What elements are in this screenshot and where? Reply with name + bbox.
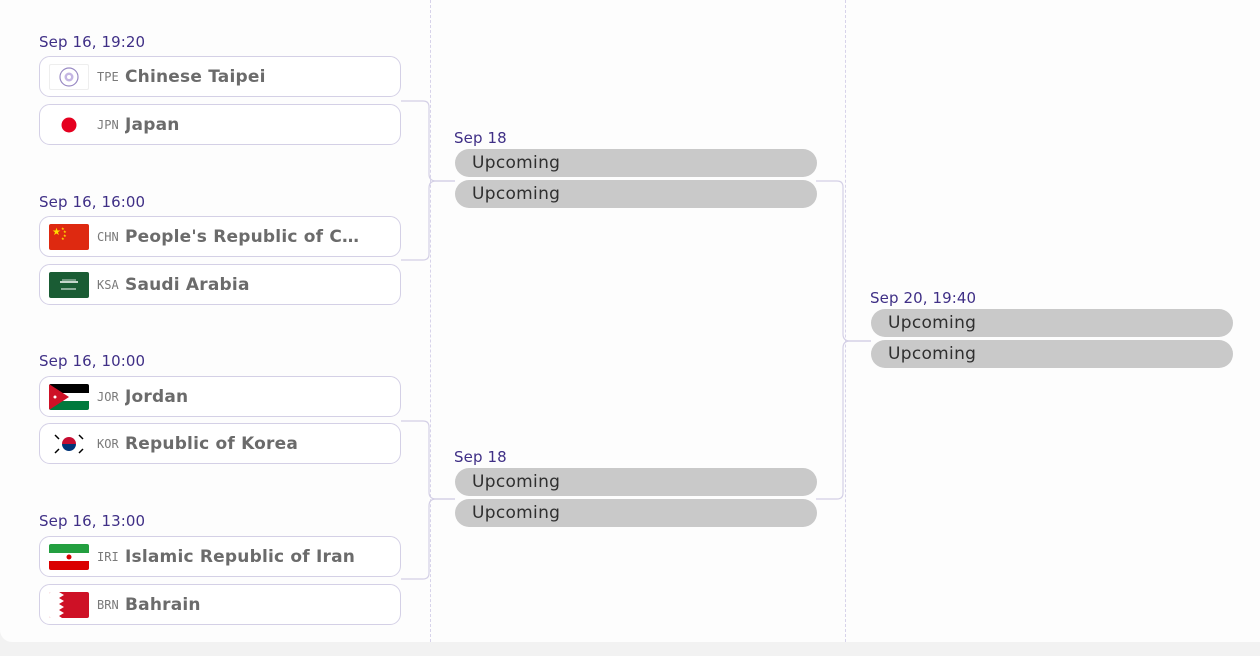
team-code: JOR (97, 390, 119, 404)
upcoming-slot[interactable]: Upcoming (455, 468, 817, 496)
bracket-connectors (401, 100, 871, 580)
match-date: Sep 16, 19:20 (39, 33, 146, 51)
slot-label: Upcoming (472, 184, 561, 204)
team-entry-brn[interactable]: BRN Bahrain (39, 584, 401, 625)
match-date: Sep 18 (454, 129, 507, 147)
column-divider (845, 0, 846, 642)
team-code: TPE (97, 70, 119, 84)
connector-line (401, 420, 455, 500)
iri-flag-icon (49, 544, 89, 570)
team-code: CHN (97, 230, 119, 244)
team-entry-jpn[interactable]: JPN Japan (39, 104, 401, 145)
connector-line (816, 340, 871, 500)
svg-text:★: ★ (61, 226, 65, 231)
team-code: JPN (97, 118, 119, 132)
slot-label: Upcoming (472, 472, 561, 492)
kor-flag-icon (49, 431, 89, 457)
chn-flag-icon: ★ ★ ★ ★ ★ (49, 224, 89, 250)
team-entry-ksa[interactable]: KSA Saudi Arabia (39, 264, 401, 305)
svg-text:★: ★ (63, 229, 67, 234)
match-date: Sep 20, 19:40 (870, 289, 977, 307)
team-code: BRN (97, 598, 119, 612)
team-entry-chn[interactable]: ★ ★ ★ ★ ★ CHN People's Republic of China (39, 216, 401, 257)
upcoming-slot[interactable]: Upcoming (455, 180, 817, 208)
ksa-flag-icon (49, 272, 89, 298)
svg-text:★: ★ (61, 236, 65, 241)
team-name: Jordan (125, 387, 189, 407)
upcoming-slot[interactable]: Upcoming (871, 340, 1233, 368)
team-name: Saudi Arabia (125, 275, 250, 295)
jpn-flag-icon (49, 112, 89, 138)
connector-line (401, 180, 455, 261)
team-name: Japan (125, 115, 180, 135)
jor-flag-icon (49, 384, 89, 410)
upcoming-slot[interactable]: Upcoming (871, 309, 1233, 337)
connector-line (401, 100, 455, 182)
match-date: Sep 16, 10:00 (39, 352, 146, 370)
bracket-stage: Sep 16, 19:20 TPE Chinese Taipei JPN Jap… (0, 0, 1260, 642)
team-name: People's Republic of China (125, 227, 365, 247)
match-date: Sep 18 (454, 448, 507, 466)
tpe-flag-icon (49, 64, 89, 90)
team-name: Bahrain (125, 595, 201, 615)
connector-line (816, 180, 871, 342)
team-name: Chinese Taipei (125, 67, 266, 87)
team-entry-jor[interactable]: JOR Jordan (39, 376, 401, 417)
slot-label: Upcoming (472, 153, 561, 173)
upcoming-slot[interactable]: Upcoming (455, 499, 817, 527)
team-name: Islamic Republic of Iran (125, 547, 356, 567)
match-date: Sep 16, 16:00 (39, 193, 146, 211)
slot-label: Upcoming (888, 313, 977, 333)
team-code: IRI (97, 550, 119, 564)
connector-line (401, 498, 455, 580)
team-code: KSA (97, 278, 119, 292)
upcoming-slot[interactable]: Upcoming (455, 149, 817, 177)
team-code: KOR (97, 437, 119, 451)
svg-text:★: ★ (63, 233, 67, 238)
team-entry-kor[interactable]: KOR Republic of Korea (39, 423, 401, 464)
slot-label: Upcoming (888, 344, 977, 364)
match-date: Sep 16, 13:00 (39, 512, 146, 530)
column-divider (430, 0, 431, 642)
svg-text:★: ★ (52, 227, 61, 238)
slot-label: Upcoming (472, 503, 561, 523)
team-entry-iri[interactable]: IRI Islamic Republic of Iran (39, 536, 401, 577)
team-entry-tpe[interactable]: TPE Chinese Taipei (39, 56, 401, 97)
team-name: Republic of Korea (125, 434, 299, 454)
brn-flag-icon (49, 592, 89, 618)
